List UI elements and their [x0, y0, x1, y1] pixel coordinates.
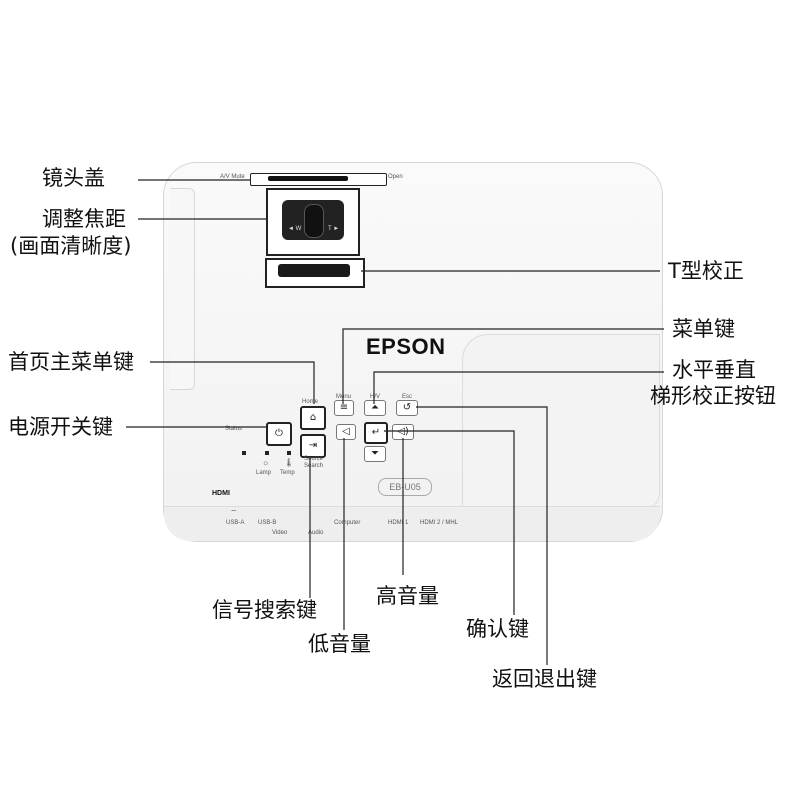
port-computer: Computer — [334, 520, 361, 526]
callout-source: 信号搜索键 — [212, 598, 317, 622]
volume-down-icon: ◁ — [342, 426, 350, 437]
callout-vol-up: 高音量 — [376, 584, 439, 608]
callout-focus-2: (画面清晰度) — [10, 234, 132, 258]
esc-button[interactable]: ↺ — [396, 400, 418, 416]
line-enter — [384, 430, 515, 615]
home-label: Home — [302, 399, 319, 405]
enter-icon: ↵ — [371, 427, 381, 438]
port-audio: Audio — [308, 530, 324, 536]
lamp-icon: ☼ — [262, 458, 270, 467]
callout-vol-down: 低音量 — [308, 632, 371, 656]
port-band — [164, 506, 660, 541]
callout-focus-1: 调整焦距 — [42, 207, 126, 231]
line-hv-keystone — [373, 371, 664, 404]
callout-hv-1: 水平垂直 — [672, 358, 756, 382]
lamp-led — [265, 451, 269, 455]
keystone-down-icon: ⏷ — [371, 448, 379, 459]
status-led — [242, 451, 246, 455]
temp-led — [287, 451, 291, 455]
side-groove — [170, 188, 195, 390]
port-hdmi1: HDMI 1 — [388, 520, 409, 526]
esc-label: Esc — [402, 394, 413, 400]
focus-ring[interactable] — [304, 204, 324, 238]
return-icon: ↺ — [402, 402, 412, 413]
focus-w-label: ◄ W — [288, 226, 302, 232]
focus-t-label: T ► — [328, 226, 340, 232]
keystone-down-button[interactable]: ⏷ — [364, 446, 386, 462]
callout-t-keystone: T型校正 — [668, 259, 744, 283]
port-usb-b: USB-B — [258, 520, 277, 526]
home-icon: ⌂ — [309, 412, 317, 423]
menu-icon: ≡ — [339, 402, 349, 413]
line-home — [150, 361, 315, 404]
volume-down-button[interactable]: ◁ — [336, 424, 356, 440]
source-search-button[interactable]: ⇥ — [300, 434, 326, 458]
callout-lens-cover: 镜头盖 — [42, 166, 105, 190]
power-button[interactable]: ⏻ — [266, 422, 292, 446]
line-esc — [416, 406, 548, 665]
temp-label: Temp — [280, 470, 295, 476]
source-search-label-1: Source — [304, 456, 324, 462]
keystone-up-button[interactable]: ⏶ — [364, 400, 386, 416]
open-label: Open — [388, 174, 403, 180]
callout-menu: 菜单键 — [672, 317, 735, 341]
source-icon: ⇥ — [308, 440, 318, 451]
hv-label: H/V — [370, 394, 381, 400]
port-video: Video — [272, 530, 288, 536]
power-icon: ⏻ — [275, 428, 283, 439]
keystone-up-icon: ⏶ — [371, 402, 379, 413]
wifi-icon: ⌔ — [230, 508, 238, 517]
lens-cover-slider[interactable] — [268, 176, 348, 181]
callout-esc: 返回退出键 — [492, 667, 597, 691]
line-menu — [342, 328, 664, 404]
menu-button[interactable]: ≡ — [334, 400, 354, 416]
callout-home: 首页主菜单键 — [8, 350, 134, 374]
source-search-label-2: Search — [304, 463, 324, 469]
brand-logo: EPSON — [366, 334, 446, 359]
port-usb-a: USB-A — [226, 520, 245, 526]
thermometer-icon: 🌡 — [284, 458, 295, 467]
av-mute-label: A/V Mute — [220, 174, 245, 180]
callout-power: 电源开关键 — [8, 415, 113, 439]
callout-hv-2: 梯形校正按钮 — [650, 384, 776, 408]
port-hdmi2: HDMI 2 / MHL — [420, 520, 459, 526]
keystone-slider[interactable] — [278, 264, 350, 277]
model-badge: EB-U05 — [378, 478, 432, 496]
home-button[interactable]: ⌂ — [300, 406, 326, 430]
enter-button[interactable]: ↵ — [364, 422, 388, 444]
status-label: Status — [225, 426, 243, 432]
lamp-label: Lamp — [256, 470, 272, 476]
top-panel — [462, 334, 660, 512]
callout-enter: 确认键 — [466, 617, 529, 641]
hdmi-logo: HDMI — [212, 490, 230, 497]
